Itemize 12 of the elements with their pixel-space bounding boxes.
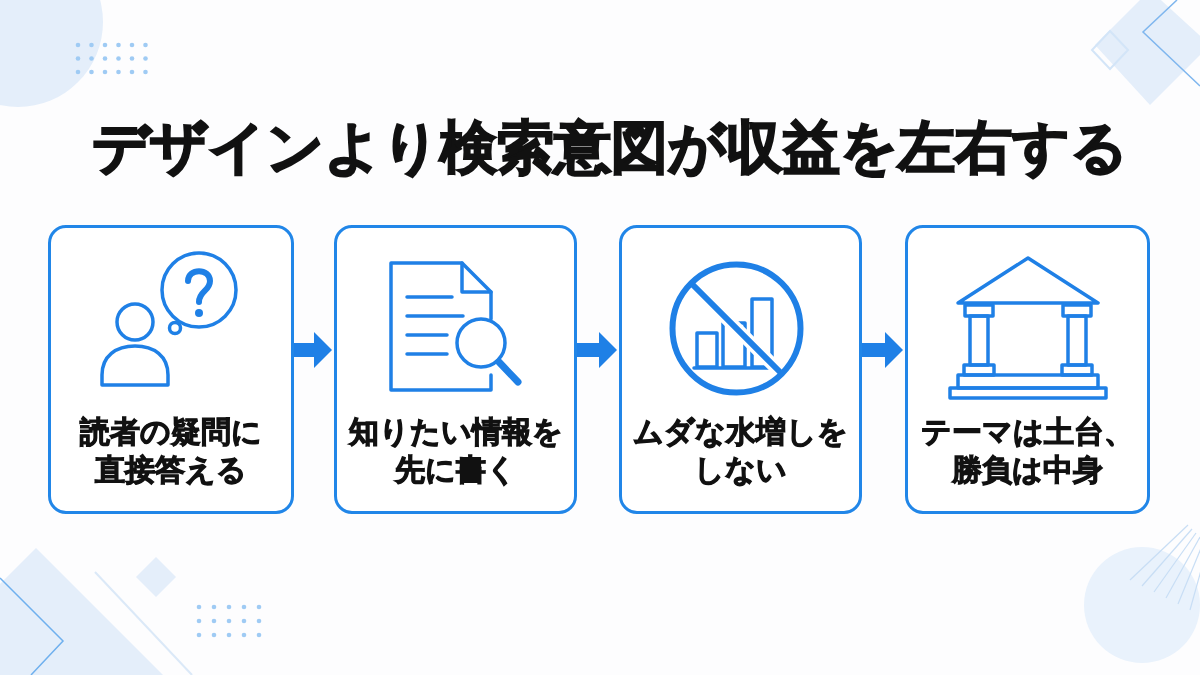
arrow (862, 332, 903, 368)
step-card (619, 225, 862, 514)
step-text: テーマは土台、勝負は中身 (920, 413, 1135, 489)
step-card (48, 225, 294, 514)
step-card (334, 225, 577, 514)
step-text: 読者の疑問に直接答える (78, 413, 263, 489)
arrow (294, 332, 332, 368)
step-text: ムダな水増しをしない (632, 413, 849, 489)
step-text: 知りたい情報を先に書く (347, 413, 564, 489)
step-card (905, 225, 1150, 514)
arrow (577, 332, 617, 368)
title: デザインより検索意図が収益を左右する (92, 113, 1128, 182)
